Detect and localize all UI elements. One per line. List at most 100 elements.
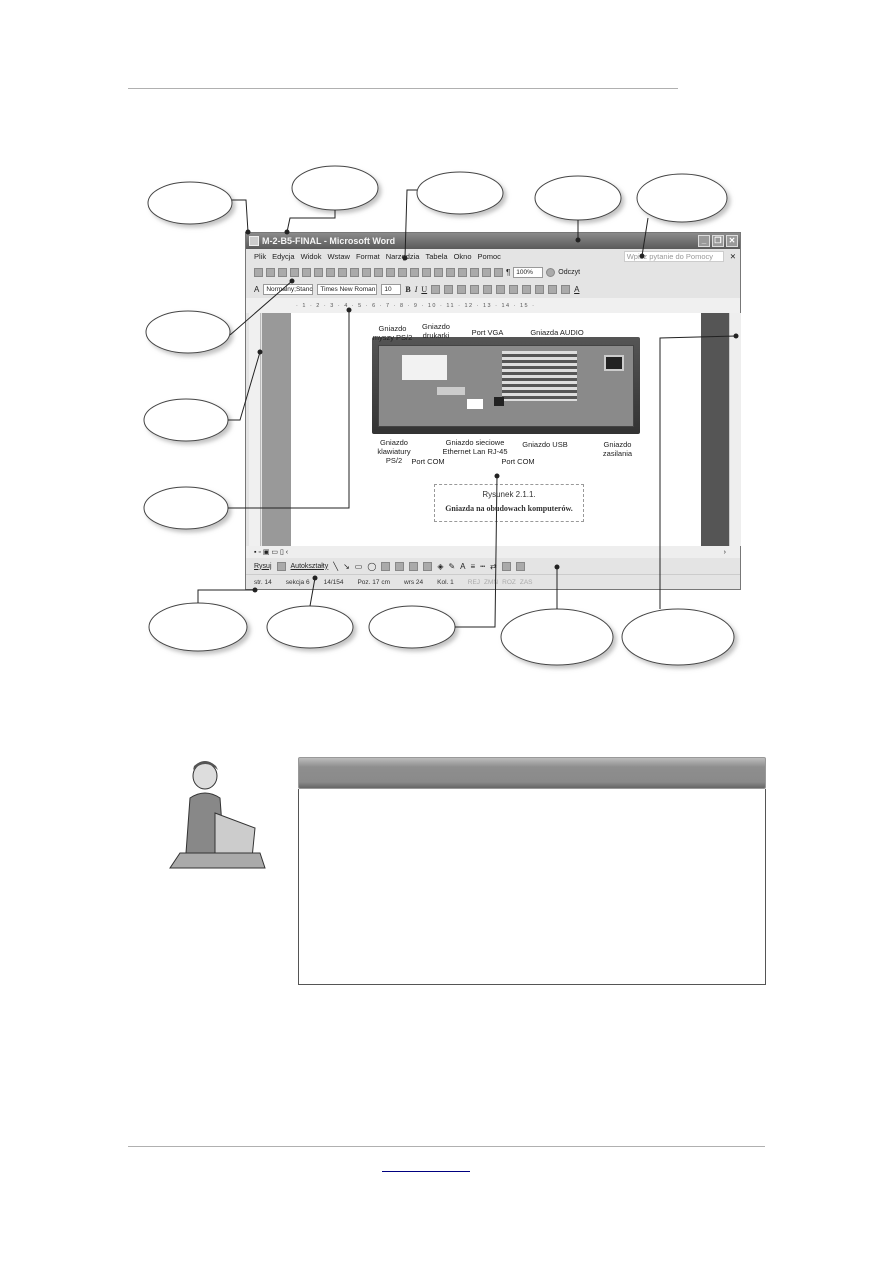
- horizontal-ruler[interactable]: · 1 · 2 · 3 · 4 · 5 · 6 · 7 · 8 · 9 · 10…: [246, 298, 740, 313]
- minimize-button[interactable]: _: [698, 235, 710, 247]
- highlight-icon[interactable]: [561, 285, 571, 294]
- shadow-icon[interactable]: [501, 561, 511, 571]
- callout-4: [534, 175, 622, 221]
- 3d-icon[interactable]: [515, 561, 525, 571]
- decrease-indent-icon[interactable]: [522, 285, 532, 294]
- arrow-style-icon[interactable]: ⇄: [490, 561, 497, 571]
- research-icon[interactable]: [338, 268, 347, 277]
- show-hide-icon[interactable]: ¶: [506, 268, 511, 277]
- menu-file[interactable]: Plik: [254, 252, 267, 261]
- label-printer-port: Gniazdo drukarki: [422, 322, 450, 340]
- menu-bar: Plik Edycja Widok Wstaw Format Narzędzia…: [246, 249, 740, 264]
- permission-icon[interactable]: [290, 268, 299, 277]
- wordart-icon[interactable]: [395, 561, 405, 571]
- hyperlink-icon[interactable]: [422, 268, 431, 277]
- restore-button[interactable]: ❐: [712, 235, 724, 247]
- print-preview-icon[interactable]: [314, 268, 323, 277]
- person-at-computer-clipart: [169, 761, 266, 869]
- scroll-right-icon[interactable]: ›: [723, 548, 726, 556]
- menu-table[interactable]: Tabela: [425, 252, 448, 261]
- textbox-icon[interactable]: [381, 561, 391, 571]
- figure-caption: Rysunek 2.1.1. Gniazda na obudowach komp…: [434, 484, 584, 522]
- bold-button[interactable]: B: [405, 285, 411, 294]
- fill-color-icon[interactable]: ◈: [437, 561, 444, 571]
- label-com-port-2: Port COM: [501, 457, 535, 466]
- underline-button[interactable]: U: [421, 285, 428, 294]
- footer-link[interactable]: [382, 1171, 470, 1172]
- dash-style-icon[interactable]: ┅: [480, 561, 486, 571]
- status-page-count: 14/154: [323, 579, 344, 586]
- document-map-icon[interactable]: [494, 268, 503, 277]
- align-left-icon[interactable]: [431, 285, 441, 294]
- align-center-icon[interactable]: [444, 285, 454, 294]
- cut-icon[interactable]: [350, 268, 359, 277]
- font-size-select[interactable]: 10: [381, 284, 402, 295]
- font-color-icon[interactable]: A: [574, 285, 580, 294]
- line-spacing-icon[interactable]: [483, 285, 493, 294]
- increase-indent-icon[interactable]: [535, 285, 545, 294]
- select-objects-icon[interactable]: [276, 561, 286, 571]
- menu-edit[interactable]: Edycja: [272, 252, 295, 261]
- open-icon[interactable]: [266, 268, 275, 277]
- columns-icon[interactable]: [470, 268, 479, 277]
- oval-icon[interactable]: ◯: [367, 561, 377, 571]
- line-style-icon[interactable]: ≡: [470, 561, 476, 571]
- font-select[interactable]: Times New Roman: [317, 284, 378, 295]
- word-app-icon: [249, 236, 259, 246]
- drawing-icon[interactable]: [482, 268, 491, 277]
- zoom-select[interactable]: 100%: [513, 267, 544, 278]
- new-icon[interactable]: [254, 268, 263, 277]
- view-buttons[interactable]: ▪ ▫ ▣ ▭ ▯ ‹: [254, 549, 289, 556]
- label-ethernet-port: Gniazdo sieciowe Ethernet Lan RJ-45: [442, 438, 508, 456]
- print-icon[interactable]: [302, 268, 311, 277]
- align-right-icon[interactable]: [457, 285, 467, 294]
- close-button[interactable]: ✕: [726, 235, 738, 247]
- read-button[interactable]: Odczyt: [558, 269, 581, 276]
- label-keyboard-port: Gniazdo klawiatury PS/2: [377, 438, 411, 465]
- format-painter-icon[interactable]: [386, 268, 395, 277]
- vertical-ruler[interactable]: [249, 313, 261, 546]
- spelling-icon[interactable]: [326, 268, 335, 277]
- status-page: str. 14: [254, 579, 272, 586]
- rectangle-icon[interactable]: ▭: [354, 561, 363, 571]
- autoshapes-menu[interactable]: Autokształty: [290, 562, 329, 570]
- menu-help[interactable]: Pomoc: [477, 252, 501, 261]
- paste-icon[interactable]: [374, 268, 383, 277]
- menu-insert[interactable]: Wstaw: [327, 252, 350, 261]
- picture-icon[interactable]: [423, 561, 433, 571]
- footer-rule: [128, 1146, 765, 1147]
- callout-3: [416, 171, 504, 215]
- horizontal-scrollbar[interactable]: ▪ ▫ ▣ ▭ ▯ ‹ ›: [246, 546, 740, 558]
- undo-icon[interactable]: [398, 268, 407, 277]
- callout-1: [147, 181, 233, 225]
- copy-icon[interactable]: [362, 268, 371, 277]
- menu-format[interactable]: Format: [355, 252, 380, 261]
- bullets-icon[interactable]: [509, 285, 519, 294]
- line-color-icon[interactable]: ✎: [448, 561, 456, 571]
- save-icon[interactable]: [278, 268, 287, 277]
- numbering-icon[interactable]: [496, 285, 506, 294]
- redo-icon[interactable]: [410, 268, 419, 277]
- menu-view[interactable]: Widok: [300, 252, 322, 261]
- status-position: Poz. 17 cm: [357, 579, 390, 586]
- insert-excel-icon[interactable]: [458, 268, 467, 277]
- styles-icon[interactable]: A: [254, 285, 260, 294]
- line-icon[interactable]: ╲: [333, 561, 339, 571]
- help-icon[interactable]: [546, 268, 556, 277]
- tables-borders-icon[interactable]: [434, 268, 443, 277]
- justify-icon[interactable]: [470, 285, 480, 294]
- menu-tools[interactable]: Narzędzia: [385, 252, 420, 261]
- arrow-icon[interactable]: ↘: [343, 561, 350, 571]
- help-search-input[interactable]: Wpisz pytanie do Pomocy: [623, 251, 724, 262]
- border-icon[interactable]: [548, 285, 558, 294]
- menu-window[interactable]: Okno: [453, 252, 472, 261]
- header-rule: [128, 88, 678, 89]
- clipart-icon[interactable]: [409, 561, 419, 571]
- close-doc-icon[interactable]: ✕: [729, 252, 736, 261]
- draw-menu[interactable]: Rysuj: [254, 562, 272, 570]
- callout-9: [148, 602, 248, 652]
- insert-table-icon[interactable]: [446, 268, 455, 277]
- italic-button[interactable]: I: [414, 285, 418, 294]
- vertical-scrollbar[interactable]: [729, 313, 741, 546]
- font-color-draw-icon[interactable]: A: [460, 561, 466, 571]
